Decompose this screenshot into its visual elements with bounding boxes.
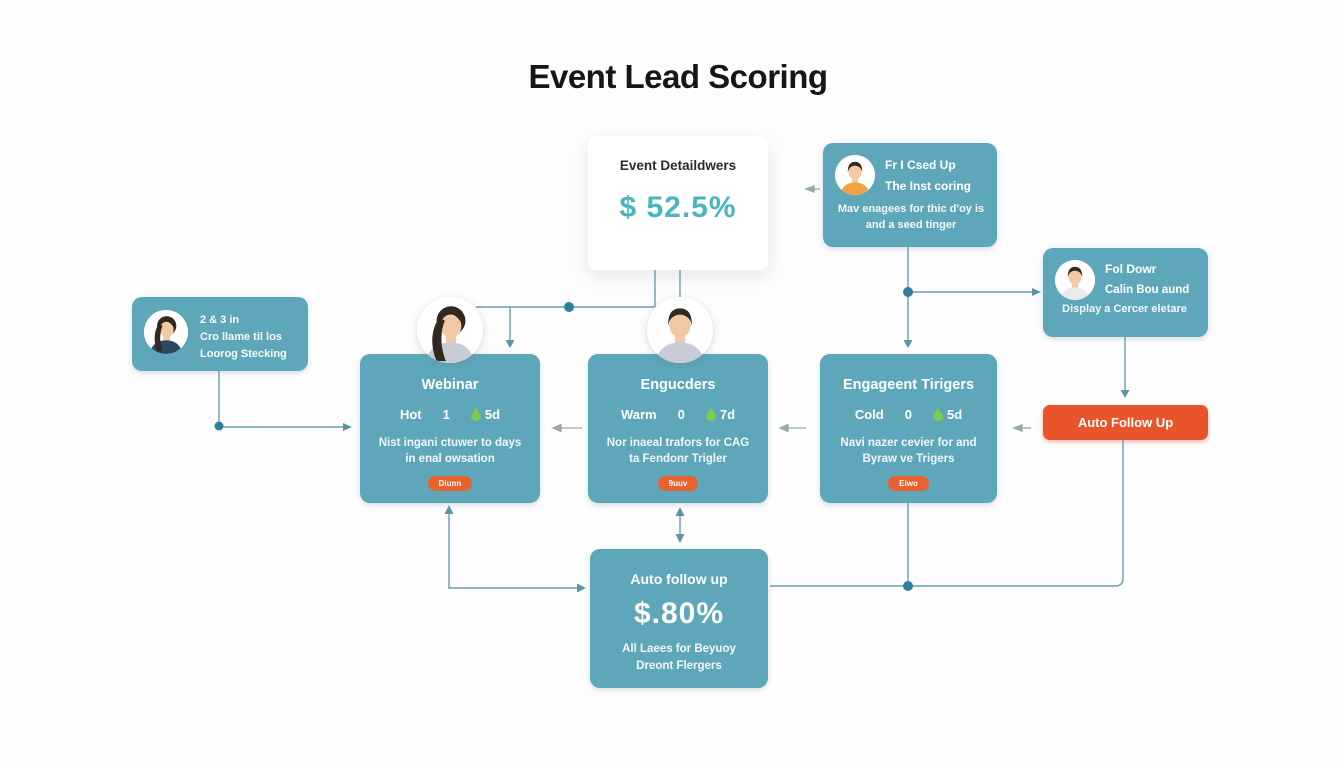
intro-line2: Cro llame til los xyxy=(200,331,282,344)
stage-title: Webinar xyxy=(421,377,479,393)
event-summary-card: Event Detaildwers $ 52.5% xyxy=(588,136,768,270)
count-value: 0 xyxy=(904,407,912,422)
followup-info-card: Fr I Csed Up The Inst coring Mav enagees… xyxy=(823,143,997,247)
stage-card-webinar: Webinar Hot 1 5d Nist ingani ctuwer to d… xyxy=(360,354,540,503)
avatar-woman-navy-icon xyxy=(144,310,188,354)
avatar-man-gray-icon xyxy=(647,297,713,363)
fol-dowr-subtitle: Calin Bou aund xyxy=(1105,284,1190,296)
intro-line3: Loorog Stecking xyxy=(200,348,287,361)
bottom-card-body: All Laees for Beyuoy Dreont Flergers xyxy=(622,643,736,672)
avatar-man-light-icon xyxy=(1055,260,1095,300)
droplet-icon xyxy=(932,408,943,421)
count-value: 0 xyxy=(677,407,685,422)
duration-value: 7d xyxy=(719,407,736,422)
fol-dowr-title: Fol Dowr xyxy=(1105,262,1157,276)
avatar-woman-ponytail-icon xyxy=(417,297,483,363)
bottom-card-value: $.80% xyxy=(633,597,725,630)
stage-title: Engageent Tirigers xyxy=(842,377,975,393)
droplet-icon xyxy=(705,408,716,421)
fol-dowr-card: Fol Dowr Calin Bou aund Display a Cercer… xyxy=(1043,248,1208,337)
temp-label: Cold xyxy=(854,407,884,422)
fol-dowr-body: Display a Cercer eletare xyxy=(1062,303,1187,315)
stage-body: Nor inaeal trafors for CAG ta Fendonr Tr… xyxy=(606,437,750,466)
count-value: 1 xyxy=(442,407,450,422)
stage-stats: Cold 0 5d xyxy=(855,407,962,422)
followup-body: Mav enagees for thic d'oy is and a seed … xyxy=(837,203,985,231)
followup-title: Fr I Csed Up xyxy=(885,158,956,172)
stage-card-engucders: Engucders Warm 0 7d Nor inaeal trafors f… xyxy=(588,354,768,503)
page-title: Event Lead Scoring xyxy=(528,58,828,95)
stage-card-engagement-triggers: Engageent Tirigers Cold 0 5d Navi nazer … xyxy=(820,354,997,503)
stage-badge: 9uuv xyxy=(657,476,699,492)
temp-label: Warm xyxy=(620,407,657,422)
stage-body: Nist ingani ctuwer to days in enal owsat… xyxy=(378,437,522,466)
summary-value: $ 52.5% xyxy=(619,191,737,224)
stage-stats: Hot 1 5d xyxy=(400,407,500,422)
auto-follow-up-button[interactable]: Auto Follow Up xyxy=(1043,405,1208,440)
connector-webinar-bottom xyxy=(448,514,577,589)
avatar-man-orange-icon xyxy=(835,155,875,195)
intro-line1: 2 & 3 in xyxy=(200,314,240,326)
droplet-icon xyxy=(470,408,481,421)
intro-card: 2 & 3 in Cro llame til los Loorog Stecki… xyxy=(132,297,308,371)
duration-value: 5d xyxy=(484,407,501,422)
summary-title: Event Detaildwers xyxy=(619,158,737,173)
stage-badge: Eiwo xyxy=(888,476,929,492)
junction-dots xyxy=(214,287,913,591)
stage-badge: Diunn xyxy=(427,476,473,492)
temp-label: Hot xyxy=(399,407,422,422)
stage-title: Engucders xyxy=(640,377,716,393)
followup-subtitle: The Inst coring xyxy=(885,179,972,193)
stage-body: Navi nazer cevier for and Byraw ve Trige… xyxy=(840,437,977,466)
auto-followup-card: Auto follow up $.80% All Laees for Beyuo… xyxy=(590,549,768,688)
duration-value: 5d xyxy=(946,407,963,422)
bottom-card-title: Auto follow up xyxy=(630,571,728,587)
stage-stats: Warm 0 7d xyxy=(621,407,735,422)
